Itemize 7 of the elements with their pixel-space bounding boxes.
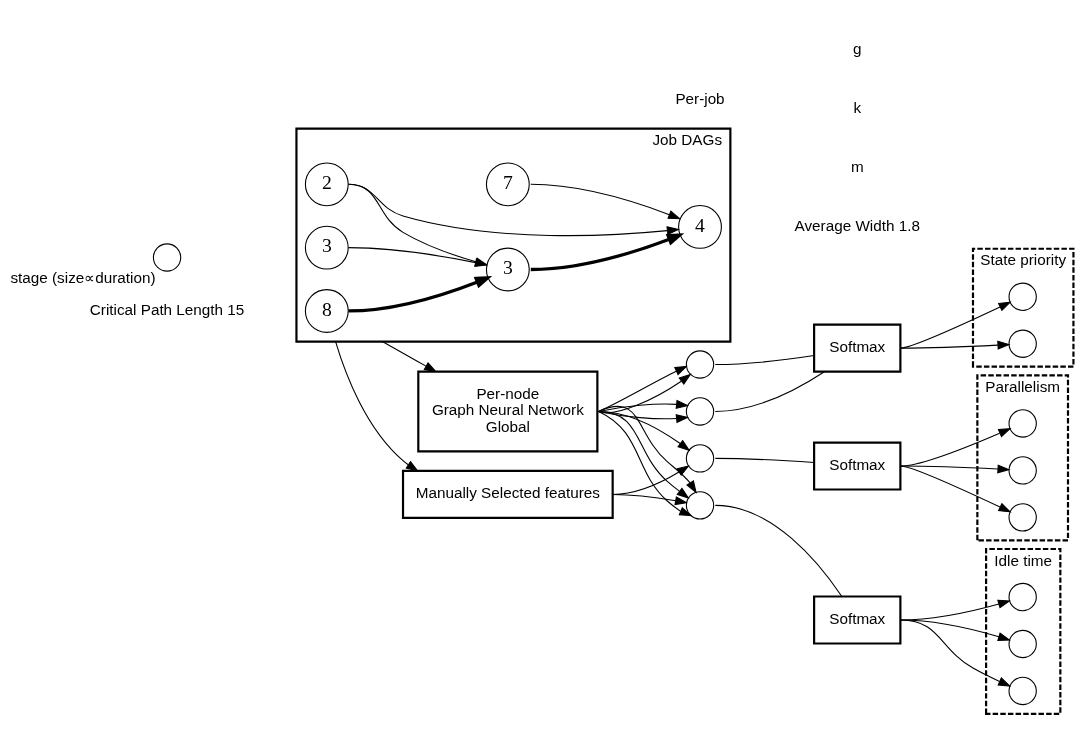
label: g: [853, 39, 862, 57]
label: Critical Path Length 15: [89, 300, 245, 318]
label: Per-job: [675, 89, 725, 107]
label: m: [850, 157, 864, 175]
label: Average Width 1.8: [794, 216, 920, 234]
label: k: [853, 98, 862, 116]
node-label: stage (size∝duration): [10, 268, 156, 286]
